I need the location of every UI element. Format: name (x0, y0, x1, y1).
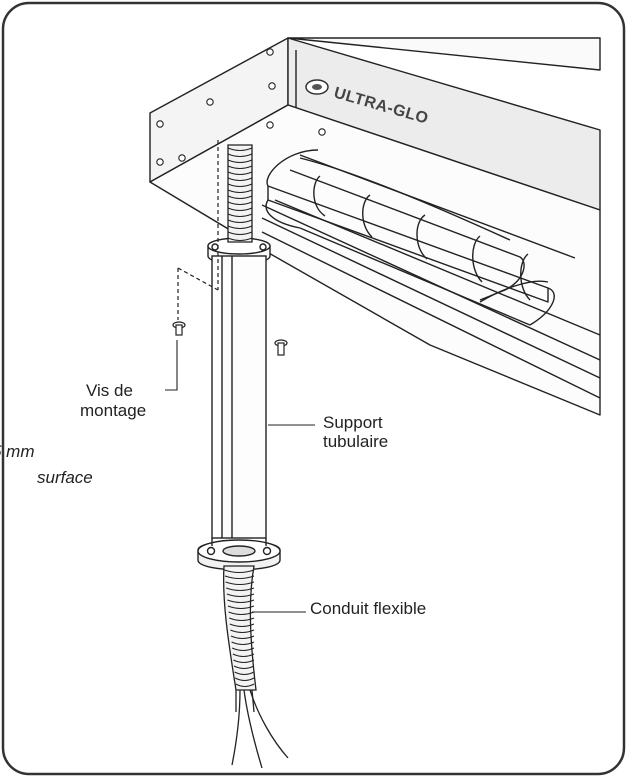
conduit-rib (224, 569, 255, 574)
conduit-rib (227, 177, 253, 182)
flexible-conduit-lower (222, 565, 257, 691)
conduit-rib (228, 611, 255, 616)
conduit-rib (227, 201, 253, 206)
conduit-rib (234, 677, 255, 682)
flexible-conduit-upper (227, 144, 253, 243)
housing-top-panel (287, 37, 601, 71)
conduit-rib (233, 659, 255, 664)
conduit-rib (229, 623, 255, 628)
conduit-rib (227, 599, 255, 604)
conduit-rib (227, 159, 253, 164)
mounting-screw-right (274, 339, 288, 356)
conduit-rib (227, 225, 253, 230)
tube-body (211, 255, 267, 539)
conduit-rib (227, 219, 253, 224)
conduit-rib (230, 629, 255, 634)
alignment-dashed-lines (177, 140, 219, 320)
conduit-rib (226, 587, 255, 592)
electrical-wires (231, 689, 289, 769)
conduit-rib (227, 207, 253, 212)
conduit-rib (234, 671, 255, 676)
conduit-ribs-upper (227, 147, 253, 242)
conduit-rib (227, 231, 253, 236)
conduit-rib (228, 617, 255, 622)
label-vis-de: Vis de (86, 381, 133, 400)
conduit-rib (226, 593, 255, 598)
conduit-rib (232, 653, 255, 658)
end-cap-screws (156, 48, 326, 166)
conduit-rib (227, 195, 253, 200)
wire-guard (265, 149, 576, 326)
label-support: Support (323, 413, 383, 432)
conduit-rib (227, 183, 253, 188)
conduit-ribs-lower (224, 569, 255, 688)
conduit-rib (227, 153, 253, 158)
label-dimension-partial: 5 mm (0, 442, 35, 461)
label-surface: surface (37, 468, 93, 487)
conduit-rib (235, 683, 255, 688)
conduit-rib (225, 581, 255, 586)
conduit-rib (227, 213, 253, 218)
conduit-rib (231, 641, 255, 646)
conduit-rib (230, 635, 255, 640)
conduit-rib (231, 647, 255, 652)
label-montage: montage (80, 401, 146, 420)
tube-support-assembly (197, 237, 281, 571)
conduit-rib (227, 605, 255, 610)
label-tubulaire: tubulaire (323, 432, 388, 451)
conduit-rib (227, 189, 253, 194)
label-conduit-flexible: Conduit flexible (310, 599, 426, 618)
conduit-rib (227, 165, 253, 170)
conduit-rib (227, 237, 253, 242)
conduit-rib (227, 171, 253, 176)
conduit-rib (224, 575, 255, 580)
conduit-rib (233, 665, 255, 670)
leader-lines (165, 340, 315, 613)
conduit-rib (227, 147, 253, 152)
mounting-screw-left (172, 321, 186, 336)
